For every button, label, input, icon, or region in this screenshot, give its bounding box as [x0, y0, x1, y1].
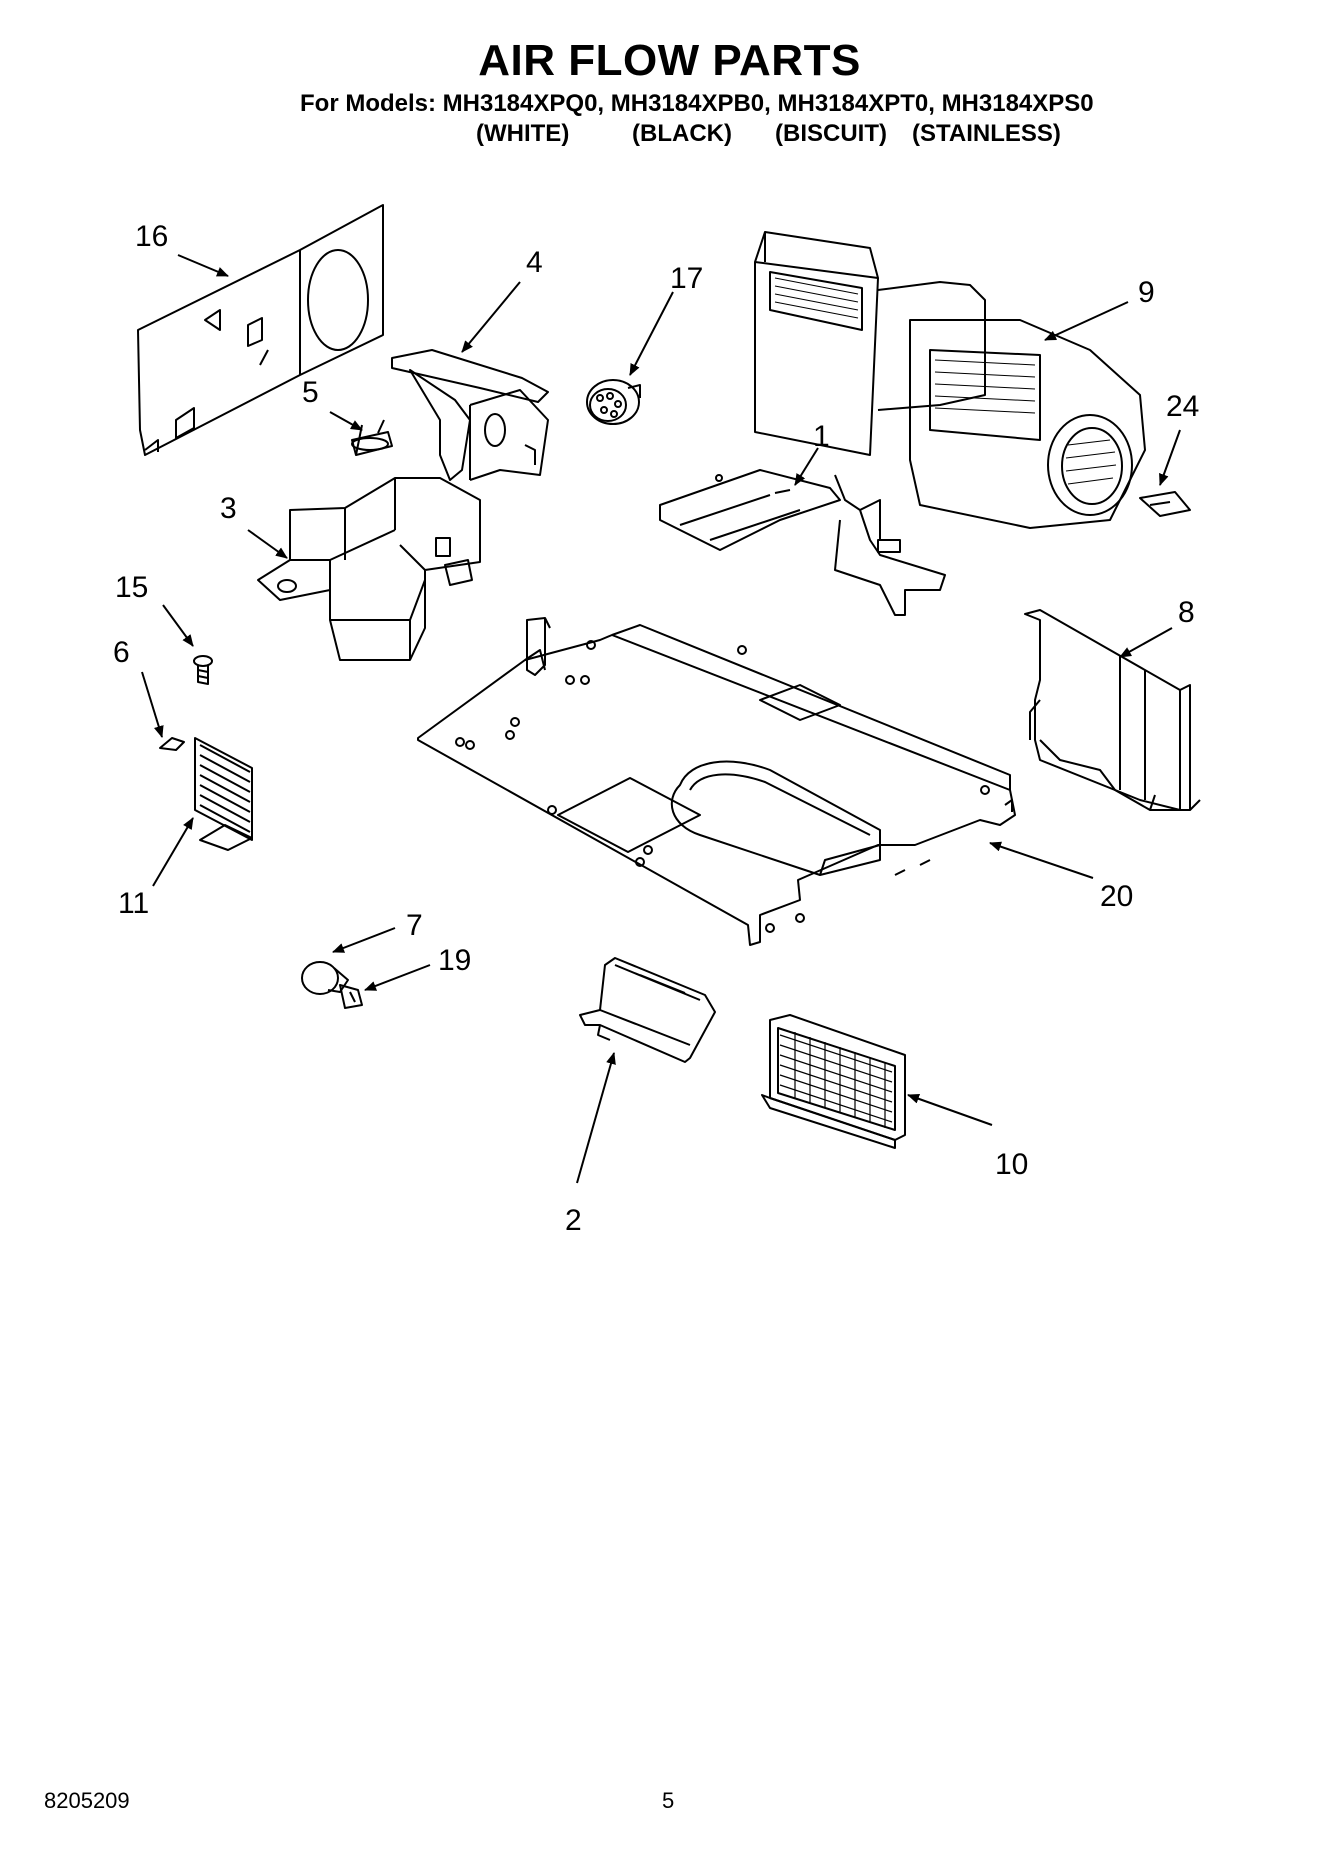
part-6-tab [159, 737, 185, 751]
callout-10: 10 [995, 1148, 1028, 1181]
callout-labels: 16 4 17 9 5 24 1 3 15 6 8 11 20 7 19 10 … [113, 220, 1199, 1237]
callout-15: 15 [115, 571, 148, 604]
part-3-duct [257, 477, 481, 661]
callout-2: 2 [565, 1204, 582, 1237]
document-number: 8205209 [44, 1788, 130, 1813]
part-24-clip [1139, 491, 1191, 517]
part-2-cover [579, 957, 716, 1063]
part-5-switch [351, 419, 393, 456]
part-20-base-plate [417, 617, 1016, 946]
callout-9: 9 [1138, 276, 1155, 309]
callout-17: 17 [670, 262, 703, 295]
page-number: 5 [662, 1788, 675, 1813]
part-11-grille [194, 737, 253, 851]
color-white: (WHITE) [476, 120, 570, 147]
part-19-socket [339, 984, 363, 1009]
part-16-side-panel [137, 204, 384, 456]
callout-8: 8 [1178, 596, 1195, 629]
part-1-air-guide [659, 469, 946, 616]
part-17-motor [586, 379, 641, 425]
part-10-filter [761, 1014, 906, 1149]
color-biscuit: (BISCUIT) [775, 120, 887, 147]
part-4-bracket [391, 349, 549, 481]
callout-16: 16 [135, 220, 168, 253]
color-stainless: (STAINLESS) [912, 120, 1061, 147]
callout-6: 6 [113, 636, 130, 669]
models-line: For Models: MH3184XPQ0, MH3184XPB0, MH31… [300, 90, 1094, 117]
page-title: AIR FLOW PARTS [478, 36, 861, 85]
leader-lines [141, 254, 1181, 1184]
callout-3: 3 [220, 492, 237, 525]
part-8-back-plate [1024, 609, 1201, 811]
callout-4: 4 [526, 246, 543, 279]
part-15-screw [193, 655, 213, 685]
color-black: (BLACK) [632, 120, 732, 147]
callout-7: 7 [406, 909, 423, 942]
callout-1: 1 [813, 420, 830, 453]
callout-20: 20 [1100, 880, 1133, 913]
callout-24: 24 [1166, 390, 1199, 423]
callout-5: 5 [302, 376, 319, 409]
callout-19: 19 [438, 944, 471, 977]
callout-11: 11 [118, 887, 149, 920]
